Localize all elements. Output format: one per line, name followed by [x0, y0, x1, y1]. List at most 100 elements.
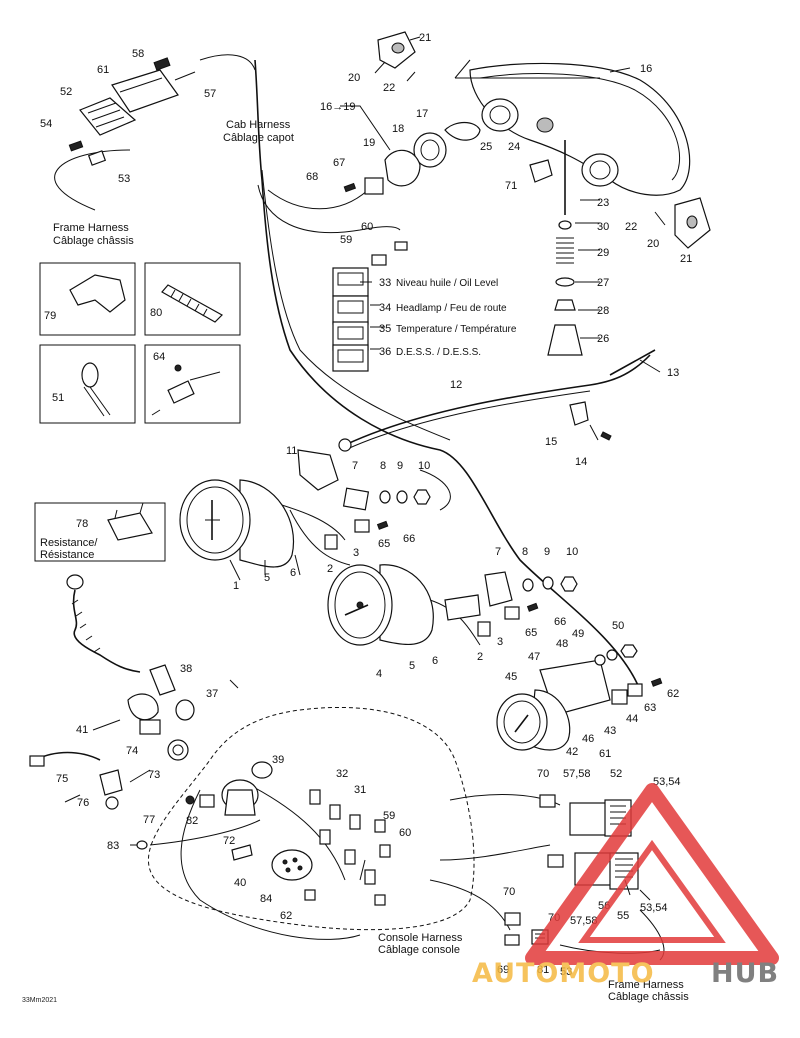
- callout: 74: [126, 745, 138, 757]
- callout: 57: [204, 88, 216, 100]
- harness-labels: Cab Harness Câblage capot Frame Harness …: [40, 119, 689, 1003]
- callout: 52: [60, 86, 72, 98]
- callout: 67: [333, 157, 345, 169]
- callout: 53,54: [653, 776, 681, 788]
- callout: 44: [626, 713, 638, 725]
- indicator-headlamp-label: Headlamp / Feu de route: [396, 303, 507, 314]
- resistance-label-fr: Résistance: [40, 549, 94, 561]
- callout: 72: [223, 835, 235, 847]
- callout: 31: [354, 784, 366, 796]
- callout: 37: [206, 688, 218, 700]
- indicator-lamps: [332, 177, 408, 372]
- resistance-label-en: Resistance/: [40, 537, 98, 549]
- wiring: [54, 54, 665, 961]
- callout: 64: [153, 351, 165, 363]
- indicator-dess-label: D.E.S.S. / D.E.S.S.: [396, 347, 481, 358]
- callout: 66: [554, 616, 566, 628]
- callout: 81: [537, 964, 549, 976]
- callout: 63: [644, 702, 656, 714]
- callout: 82: [186, 815, 198, 827]
- callout: 11: [286, 445, 297, 457]
- callout: 8: [380, 460, 386, 472]
- connector-64: [151, 364, 221, 416]
- callout: 83: [107, 840, 119, 852]
- callout: 58: [132, 48, 144, 60]
- frame-harness-label-2-fr: Câblage châssis: [608, 991, 689, 1003]
- callout: 53,54: [640, 902, 668, 914]
- callout: 47: [528, 651, 540, 663]
- callout: 4: [376, 668, 382, 680]
- watermark-text-b: HUB: [711, 958, 779, 989]
- callout: 27: [597, 277, 609, 289]
- callout: 68: [306, 171, 318, 183]
- resistance-78: [107, 502, 153, 541]
- callout: 14: [575, 456, 587, 468]
- frame-harness-label-en: Frame Harness: [53, 222, 129, 234]
- callout: 46: [582, 733, 594, 745]
- callout: 15: [545, 436, 557, 448]
- callout: 70: [503, 886, 515, 898]
- callout: 9: [397, 460, 403, 472]
- connector-67: [364, 177, 384, 195]
- callout: 22: [625, 221, 637, 233]
- callout: 16→19: [320, 101, 355, 113]
- tie-wrap-51: [81, 362, 111, 417]
- leader-lines: [64, 36, 666, 901]
- frame-harness-label-2-en: Frame Harness: [608, 979, 684, 991]
- callout: 5: [264, 572, 270, 584]
- callout: 65: [378, 538, 390, 550]
- callout: 78: [76, 518, 88, 530]
- console-harness-label-fr: Câblage console: [378, 944, 460, 956]
- callout: 35: [379, 323, 391, 335]
- callout: 10: [418, 460, 430, 472]
- callout: 61: [97, 64, 109, 76]
- callout: 55: [617, 910, 629, 922]
- callout: 49: [572, 628, 584, 640]
- callout: 79: [44, 310, 56, 322]
- callout: 66: [403, 533, 415, 545]
- frame-harness-label-fr: Câblage châssis: [53, 235, 134, 247]
- callout: 48: [556, 638, 568, 650]
- callout: 26: [597, 333, 609, 345]
- callout: 57,58: [563, 768, 591, 780]
- gauge-42: [496, 644, 663, 751]
- callout: 53: [118, 173, 130, 185]
- callout: 33: [379, 277, 391, 289]
- callout: 84: [260, 893, 272, 905]
- callout: 42: [566, 746, 578, 758]
- callout: 65: [525, 627, 537, 639]
- callout: 17: [416, 108, 428, 120]
- diagram-code: 33Mm2021: [22, 997, 57, 1004]
- indicator-oil-label: Niveau huile / Oil Level: [396, 278, 498, 289]
- gauge-1: [179, 449, 431, 568]
- detail-boxes: [34, 262, 241, 562]
- callout: 43: [604, 725, 616, 737]
- watermark-logo-icon: [525, 783, 779, 965]
- callout: 3: [497, 636, 503, 648]
- top-left-module: [68, 57, 196, 166]
- callout: 22: [383, 82, 395, 94]
- callout: 60: [399, 827, 411, 839]
- callout: 32: [336, 768, 348, 780]
- left-side-parts: [29, 574, 195, 850]
- callout: 10: [566, 546, 578, 558]
- console-outline: [148, 707, 475, 931]
- callout: 59: [340, 234, 352, 246]
- callout: 20: [647, 238, 659, 250]
- callout: 53: [560, 966, 572, 978]
- callout: 21: [680, 253, 692, 265]
- callout: 21: [419, 32, 431, 44]
- cab-harness-label-en: Cab Harness: [226, 119, 291, 131]
- callout: 40: [234, 877, 246, 889]
- callout: 5: [409, 660, 415, 672]
- callout: 59: [383, 810, 395, 822]
- callout: 51: [52, 392, 64, 404]
- callout: 54: [40, 118, 52, 130]
- callout: 2: [327, 563, 333, 575]
- callout: 73: [148, 769, 160, 781]
- callout: 1: [233, 580, 239, 592]
- callout: 39: [272, 754, 284, 766]
- callout: 60: [361, 221, 373, 233]
- callout: 57,58: [570, 915, 598, 927]
